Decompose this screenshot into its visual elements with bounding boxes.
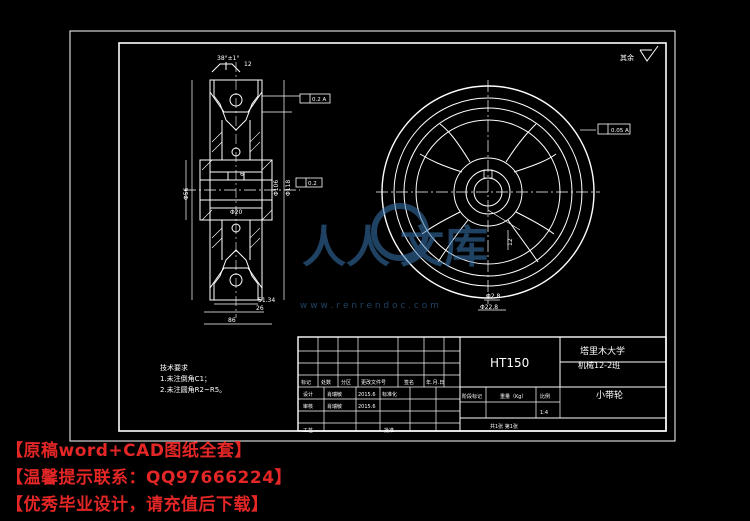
svg-text:Φ56: Φ56 (183, 187, 190, 200)
title-block-text: HT150 塔里木大学 机械12-2班 小带轮 标记 处数 分区 更改文件号 签… (301, 345, 625, 434)
weight-label: 重量（Kg） (500, 393, 526, 400)
svg-text:Φ118: Φ118 (285, 180, 292, 196)
pulley-section-view (184, 62, 300, 318)
tolerance-frames-section (295, 93, 331, 188)
tech-note-2: 2.未注圆角R2~R5。 (160, 385, 226, 394)
class-name: 机械12-2班 (578, 360, 620, 370)
svg-text:Φ20: Φ20 (230, 209, 243, 216)
svg-text:0.2: 0.2 (308, 181, 317, 187)
tolerance-frame-front (597, 123, 631, 135)
grid-label-standard: 标准化 (382, 391, 397, 398)
svg-text:38°±1°: 38°±1° (217, 55, 239, 62)
grid-label-process: 工艺 (303, 428, 313, 434)
part-name: 小带轮 (596, 389, 623, 401)
material-label: HT150 (490, 356, 529, 370)
grid-label-design: 设计 (303, 391, 313, 398)
tech-notes: 技术要求 1.未注倒角C1； 2.未注圆角R2~R5。 (160, 363, 226, 394)
grid-label-mark: 标记 (301, 379, 311, 386)
watermark-url: w w w . r e n r e n d o c . c o m (300, 301, 439, 311)
roughness-symbol (639, 45, 659, 62)
svg-text:51.34: 51.34 (258, 297, 275, 304)
watermark: 人人 文库 w w w . r e n r e n d o c . c o m (300, 203, 488, 311)
svg-text:12: 12 (507, 238, 514, 246)
grid-label-review: 审核 (303, 403, 313, 410)
tolerance-text-front: 0.05 A (611, 128, 629, 134)
svg-text:6: 6 (240, 171, 244, 178)
scale-label: 比例 (540, 393, 550, 400)
tolerance-texts-section: 0.2 A 0.2 (308, 97, 326, 187)
svg-text:86: 86 (228, 317, 236, 324)
svg-text:12: 12 (244, 61, 252, 68)
grid-label-approve: 批准 (384, 427, 394, 434)
grid-review-date: 2015.6 (358, 404, 376, 410)
scale-value: 1:4 (540, 410, 548, 416)
watermark-right-text: 文库 (400, 222, 488, 273)
sheet-info: 共1张 第1张 (490, 423, 518, 430)
svg-text:Φ22.8: Φ22.8 (480, 304, 498, 311)
pulley-front-view (376, 80, 600, 304)
watermark-left-text: 人人 (302, 222, 390, 273)
svg-text:0.2 A: 0.2 A (312, 97, 326, 103)
grid-label-zone: 分区 (341, 379, 351, 386)
svg-text:Φ106: Φ106 (273, 180, 280, 196)
tech-notes-heading: 技术要求 (160, 363, 188, 372)
svg-text:Φ2.8: Φ2.8 (486, 293, 500, 300)
front-dimensions (478, 129, 596, 311)
roughness-note: 其余 (620, 53, 634, 62)
ad-line-3: 【优秀毕业设计，请充值后下载】 (6, 495, 269, 515)
grid-label-date: 年.月.日 (426, 379, 444, 386)
title-block (297, 336, 667, 432)
section-dimensions (185, 80, 300, 325)
stage-label: 阶段标记 (462, 393, 482, 400)
grid-design-date: 2015.6 (358, 392, 376, 398)
svg-text:26: 26 (256, 305, 264, 312)
section-dim-labels: 38°±1° 12 Φ56 Φ106 Φ118 6 Φ20 51.34 26 8… (183, 55, 292, 324)
grid-review-name: 肖瑞敏 (327, 403, 342, 410)
ad-line-1: 【原稿word+CAD图纸全套】 (6, 441, 252, 461)
tech-note-1: 1.未注倒角C1； (160, 374, 211, 383)
front-dim-labels: 12 Φ2.8 Φ22.8 (480, 238, 514, 311)
ad-line-2: 【温馨提示联系：QQ97666224】 (6, 468, 293, 488)
grid-label-sign: 签名 (404, 379, 414, 386)
grid-label-count: 处数 (321, 379, 331, 386)
grid-design-name: 肖瑞敏 (327, 391, 342, 398)
grid-label-change-doc: 更改文件号 (361, 379, 386, 386)
school-name: 塔里木大学 (580, 345, 625, 357)
